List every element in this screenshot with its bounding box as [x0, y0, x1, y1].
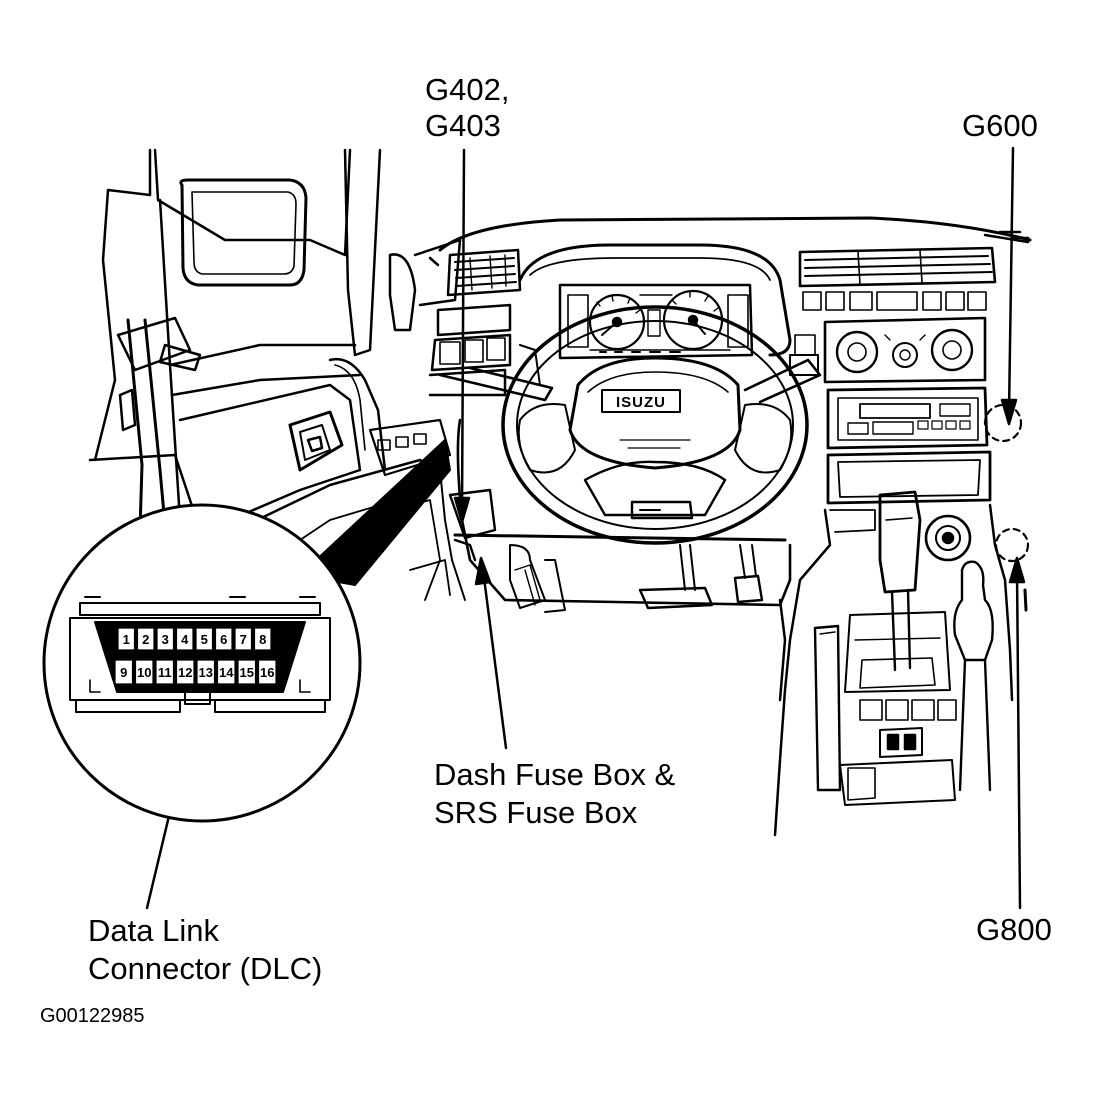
- dlc-pin-number: 14: [219, 665, 234, 680]
- dlc-pin-number: 5: [201, 632, 208, 647]
- fuse-box-label-line2: SRS Fuse Box: [434, 795, 638, 830]
- g600-location-marker: [983, 403, 1023, 443]
- dlc-pin-number: 2: [142, 632, 149, 647]
- fuse-box-leader-line: [481, 568, 508, 750]
- dlc-pin-cell: [214, 627, 233, 651]
- g402-leader-line: [460, 148, 466, 512]
- instrument-cluster: [518, 243, 792, 360]
- dlc-pin-cell: [216, 659, 236, 685]
- right-switch-row: [794, 291, 987, 356]
- dlc-pin-cell: [237, 659, 257, 685]
- radio-unit: [826, 386, 989, 450]
- left-switch-panel: [428, 303, 512, 397]
- lower-dash: [394, 418, 792, 702]
- dlc-label-line1: Data Link: [88, 913, 219, 948]
- g402-label-line1: G402,: [425, 72, 510, 107]
- right-air-vent: [798, 246, 997, 288]
- steering-wheel: ISUZU: [438, 305, 822, 545]
- center-console: [773, 450, 1014, 837]
- dlc-pin-number: 3: [162, 632, 169, 647]
- dlc-pin-number: 7: [240, 632, 247, 647]
- dlc-pin-cell: [156, 627, 175, 651]
- dlc-pin-number: 9: [120, 665, 127, 680]
- dlc-pin-number: 15: [240, 665, 254, 680]
- dlc-pin-cell: [175, 627, 194, 651]
- g403-label-line2: G403: [425, 108, 501, 143]
- dlc-pin-number: 11: [158, 665, 172, 680]
- g800-label: G800: [976, 912, 1052, 947]
- dlc-pin-number: 8: [259, 632, 266, 647]
- g600-leader-line: [1007, 146, 1015, 414]
- dlc-pin-cell: [253, 627, 272, 651]
- g800-location-marker: [994, 527, 1030, 563]
- dlc-pin-number: 10: [137, 665, 151, 680]
- dlc-pin-number: 4: [181, 632, 189, 647]
- dlc-pin-cell: [117, 627, 136, 651]
- dlc-pin-cell: [195, 627, 214, 651]
- dlc-pin-number: 1: [123, 632, 130, 647]
- dlc-pin-cell: [134, 659, 154, 685]
- dlc-pin-cell: [175, 659, 195, 685]
- ground-location-markers: [983, 403, 1030, 563]
- dlc-pin-number: 12: [178, 665, 192, 680]
- left-air-vent: [446, 248, 522, 297]
- dlc-label-line2: Connector (DLC): [88, 951, 323, 986]
- dlc-pin-cell: [196, 659, 216, 685]
- g600-arrowhead: [1000, 398, 1018, 426]
- dlc-pin-number: 13: [199, 665, 213, 680]
- dlc-pin-number: 16: [260, 665, 274, 680]
- g600-label: G600: [962, 108, 1038, 143]
- dlc-pin-cell: [155, 659, 175, 685]
- fuse-box-label-line1: Dash Fuse Box &: [434, 757, 676, 792]
- climate-control-panel: [823, 316, 987, 384]
- dlc-pin-cell: [234, 627, 253, 651]
- g800-tick-mark: [1023, 588, 1028, 612]
- g800-arrowhead: [1008, 556, 1026, 584]
- dlc-pin-number: 6: [220, 632, 227, 647]
- g800-leader-line: [1015, 568, 1022, 910]
- dlc-pin-cell: [136, 627, 155, 651]
- fuse-box-arrowhead: [474, 556, 492, 586]
- figure-id: G00122985: [40, 1005, 145, 1027]
- dlc-pin-cell: [257, 659, 277, 685]
- steering-brand-label: ISUZU: [616, 394, 666, 411]
- g402-arrowhead: [453, 496, 471, 524]
- dlc-pin-cell: [114, 659, 134, 685]
- dash-top: [428, 216, 1032, 267]
